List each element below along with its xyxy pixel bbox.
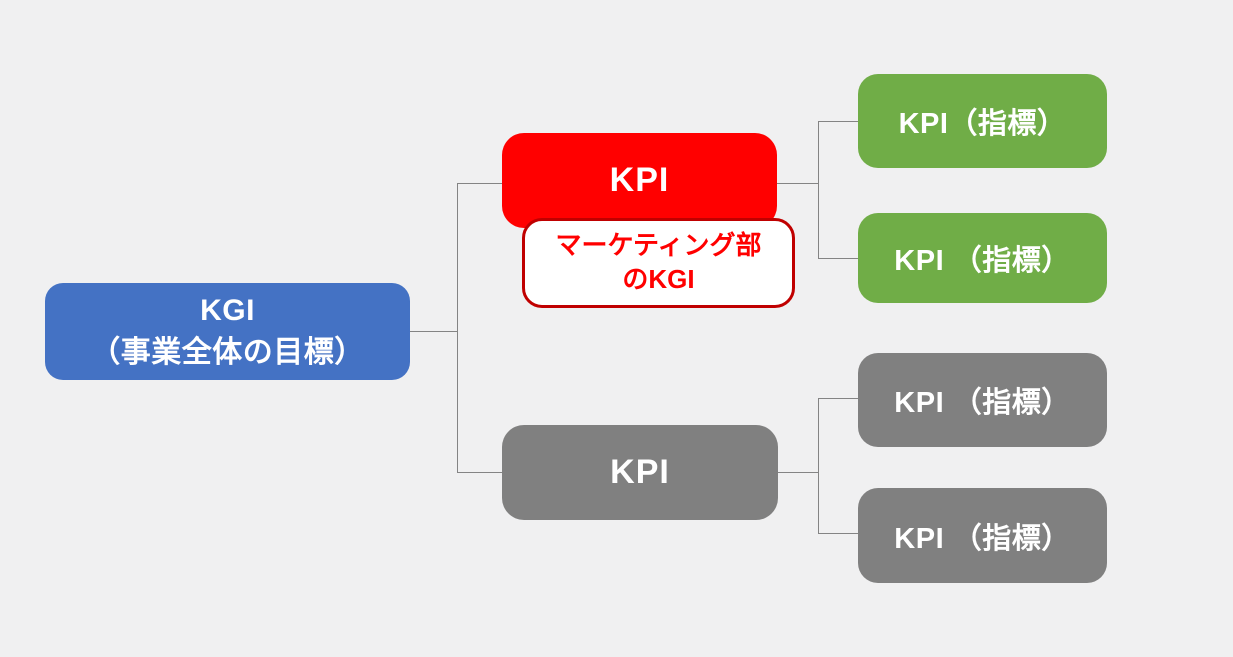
- node-kpi-indicator-3: KPI （指標）: [858, 353, 1107, 447]
- connector-to-kpi-marketing: [457, 183, 502, 184]
- node-kpi-indicator-2: KPI （指標）: [858, 213, 1107, 303]
- connector-kpi-marketing-out: [777, 183, 818, 184]
- connector-kpi-other-out: [778, 472, 818, 473]
- node-kgi-label-line2: （事業全体の目標）: [90, 335, 365, 369]
- node-kpi-other: KPI: [502, 425, 778, 520]
- callout-marketing-kgi: マーケティング部 のKGI: [522, 218, 795, 308]
- connector-to-leaf-1: [818, 121, 858, 122]
- connector-to-leaf-2: [818, 258, 858, 259]
- connector-marketing-vertical: [818, 121, 819, 259]
- connector-to-kpi-other: [457, 472, 502, 473]
- node-kpi-marketing: KPI: [502, 133, 777, 228]
- node-kpi-indicator-4: KPI （指標）: [858, 488, 1107, 583]
- connector-left-vertical: [457, 183, 458, 473]
- connector-other-vertical: [818, 398, 819, 534]
- callout-label-line1: マーケティング部: [555, 230, 762, 261]
- node-kgi-label-line1: KGI: [200, 293, 255, 327]
- node-kgi: KGI （事業全体の目標）: [45, 283, 410, 380]
- connector-to-leaf-4: [818, 533, 858, 534]
- connector-kgi-out: [410, 331, 458, 332]
- connector-to-leaf-3: [818, 398, 858, 399]
- node-kpi-indicator-1: KPI（指標）: [858, 74, 1107, 168]
- callout-label-line2: のKGI: [622, 264, 695, 294]
